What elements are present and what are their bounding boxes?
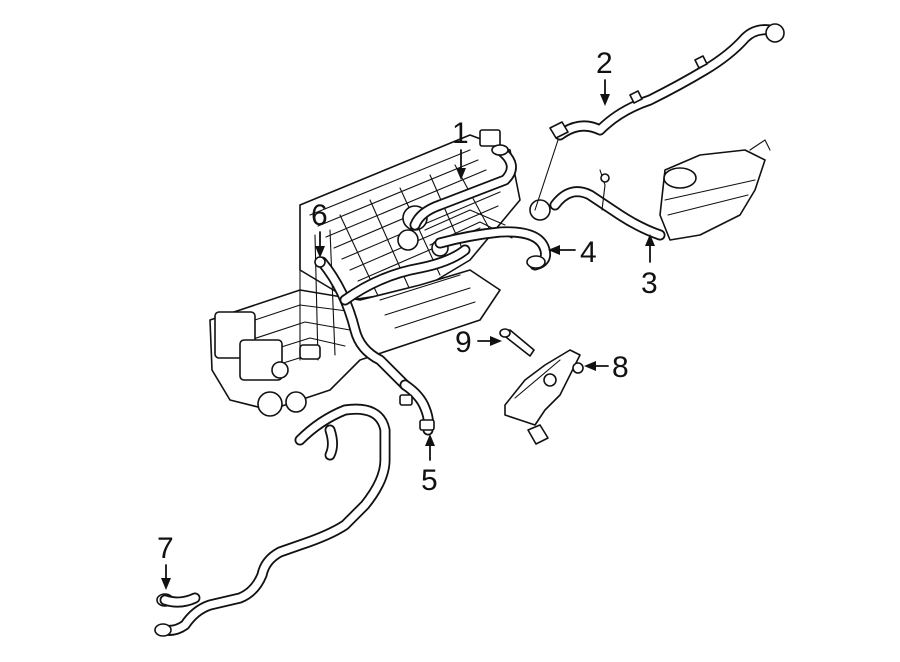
callout-4: 4 <box>580 236 597 269</box>
callout-8: 8 <box>612 351 629 384</box>
part-4-heater-hose <box>434 226 551 271</box>
part-8-bracket <box>504 349 584 445</box>
engine-assembly <box>209 129 551 417</box>
part-9-bolt <box>499 328 535 357</box>
callout-6: 6 <box>311 199 328 232</box>
part-3-coolant-reservoir <box>549 139 771 241</box>
part-1-upper-hose <box>409 144 517 231</box>
callout-9: 9 <box>455 326 472 359</box>
callout-leaders <box>161 79 655 590</box>
callout-5: 5 <box>421 464 438 497</box>
callout-1: 1 <box>452 117 469 150</box>
part-2-overflow-hose <box>534 23 785 211</box>
part-5-lower-hose <box>399 379 435 436</box>
callout-2: 2 <box>596 47 613 80</box>
part-7-long-coolant-line <box>154 403 391 637</box>
callout-7: 7 <box>157 532 174 565</box>
part-6-bypass-hose <box>314 244 471 391</box>
callout-3: 3 <box>641 267 658 300</box>
